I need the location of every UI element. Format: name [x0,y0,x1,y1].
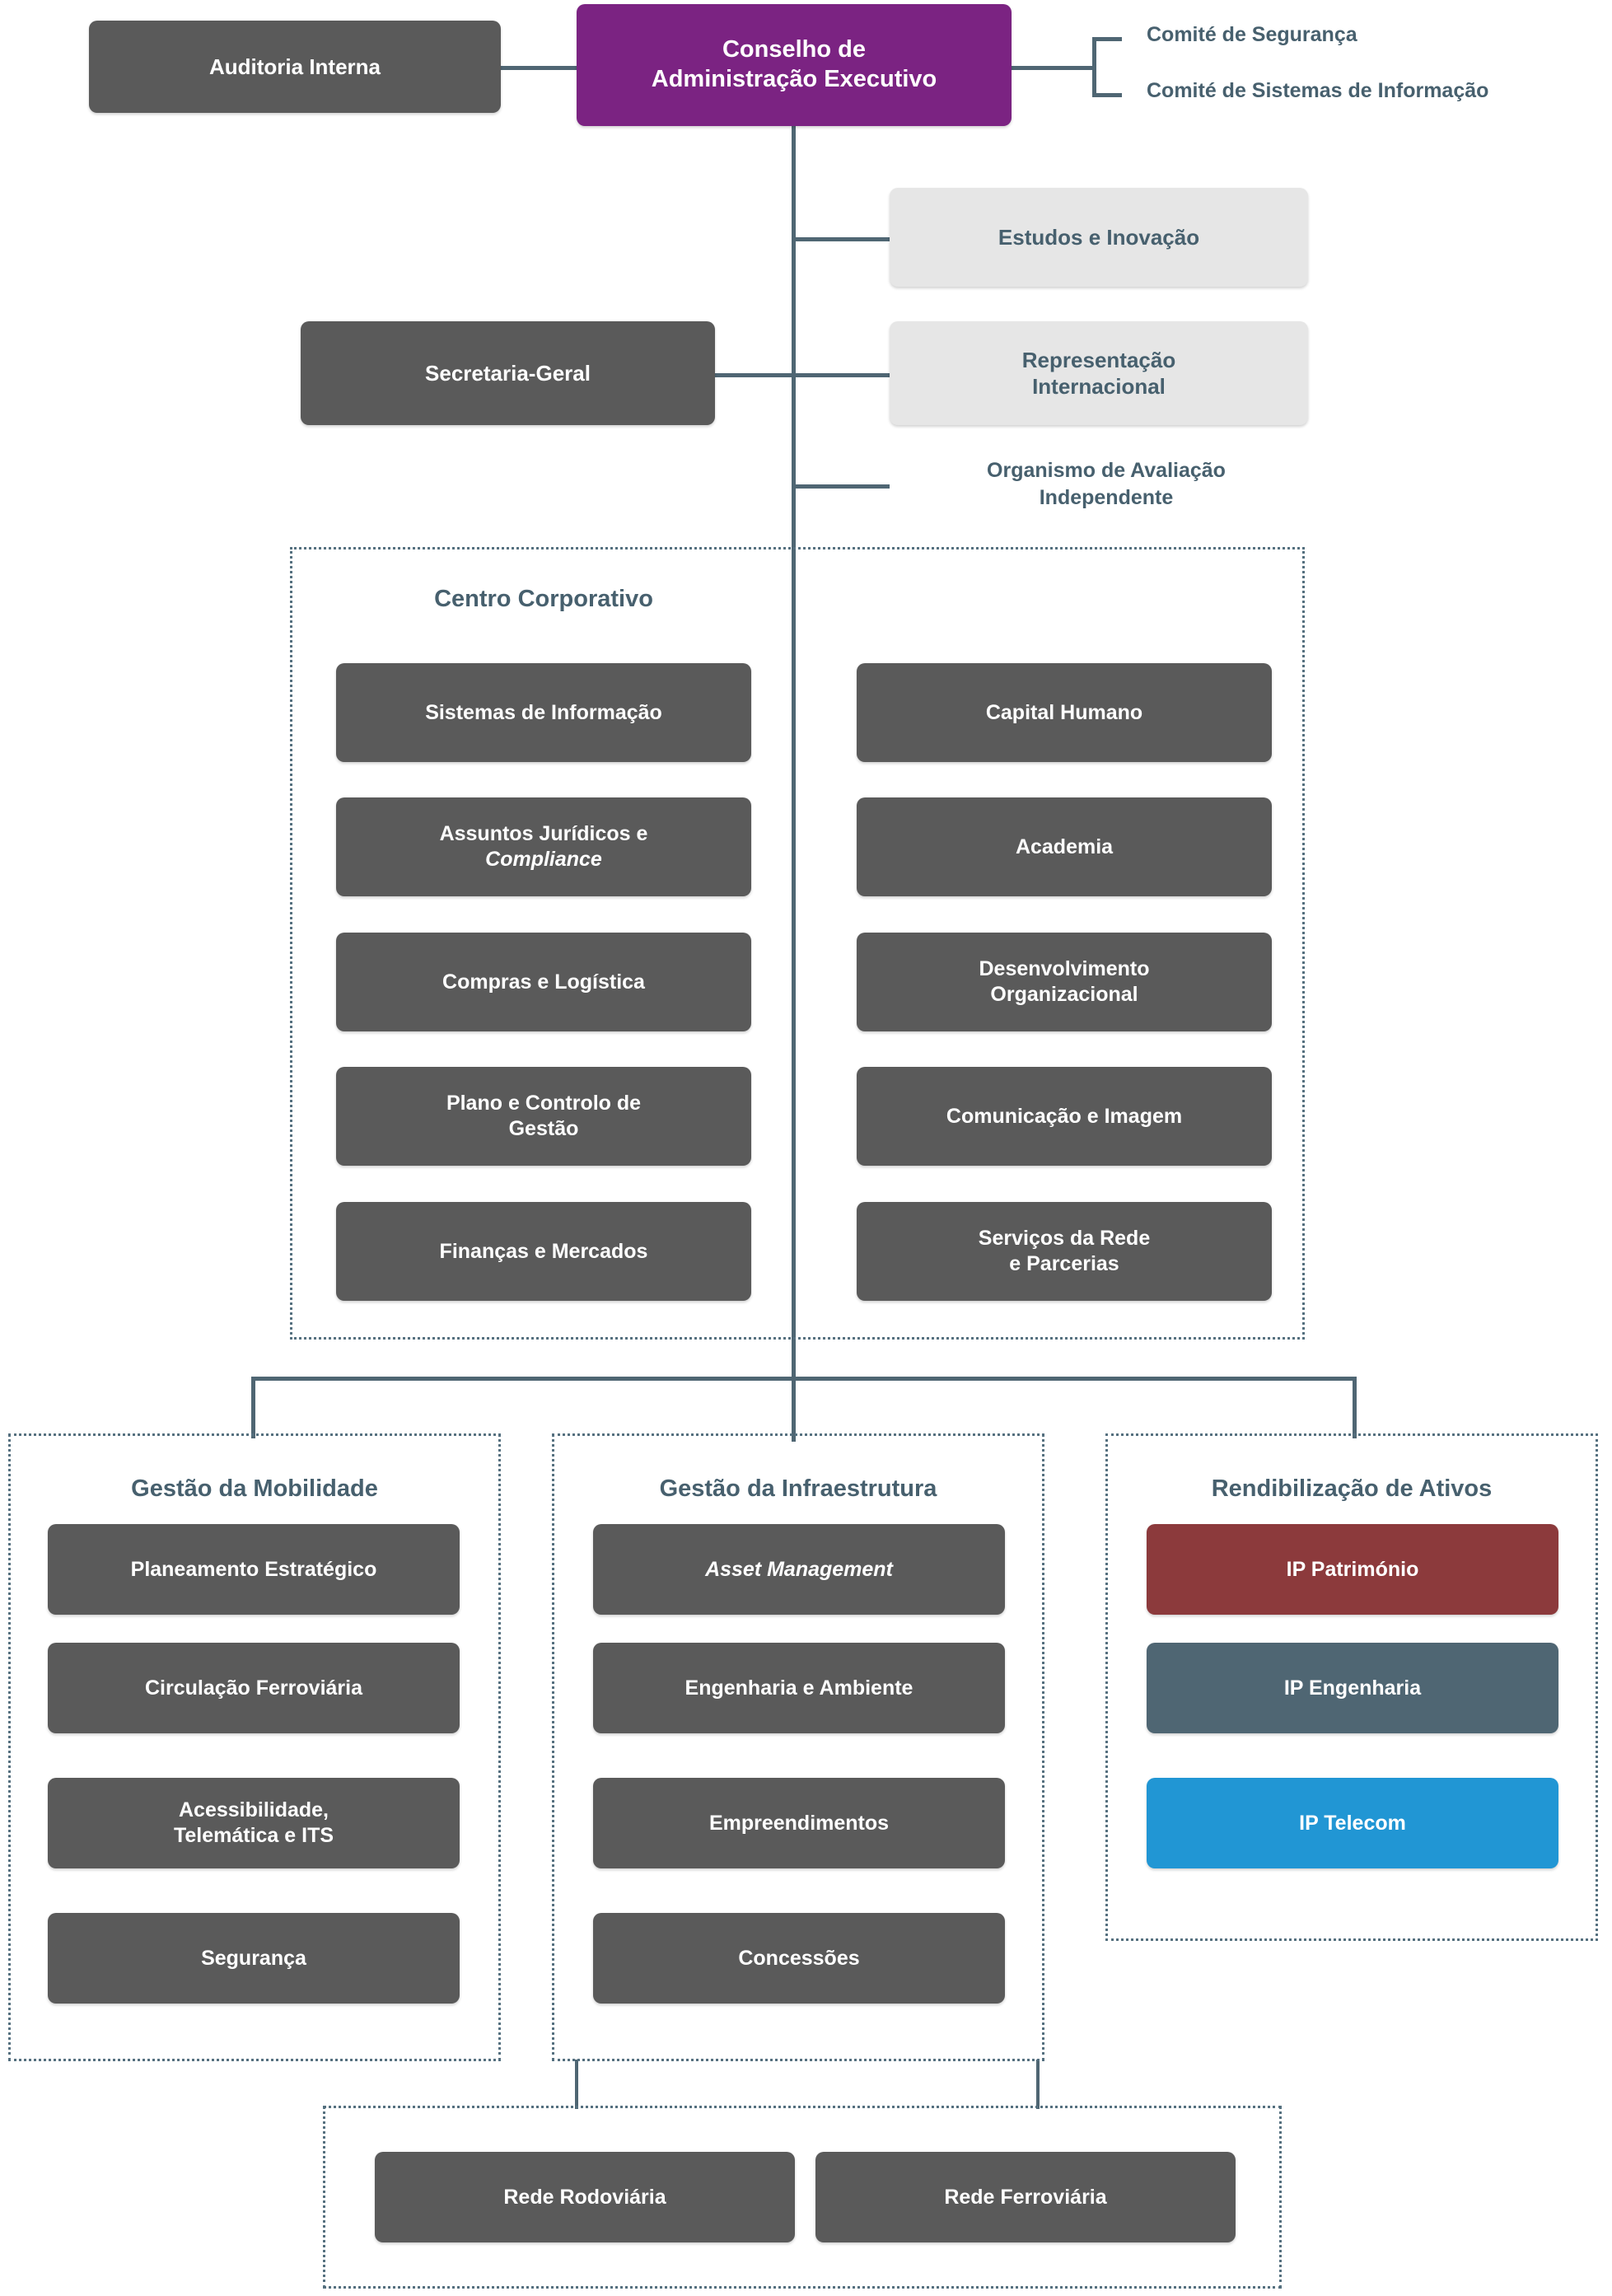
node-plan-management-control[interactable]: Plano e Controlo de Gestão [336,1067,751,1166]
node-legal-affairs-compliance[interactable]: Assuntos Jurídicos e Compliance [336,797,751,896]
connector-drop-road-network [575,2060,578,2109]
node-accessibility-telematics-its[interactable]: Acessibilidade, Telemática e ITS [48,1778,460,1868]
node-finance-markets[interactable]: Finanças e Mercados [336,1202,751,1301]
connector-board-to-committee-bracket [1010,66,1092,70]
node-safety[interactable]: Segurança [48,1913,460,2004]
label-committee-security-text: Comité de Segurança [1147,23,1357,46]
node-network-services-partnerships-line1: Serviços da Rede [978,1227,1151,1250]
node-executive-board-label-line1: Conselho de [722,36,866,63]
connector-drop-assets [1353,1377,1357,1438]
node-network-services-partnerships-line2: e Parcerias [1009,1252,1119,1275]
label-independent-evaluation-body[interactable]: Organismo de Avaliação Independente [904,457,1308,511]
group-asset-monetization-title-text: Rendibilização de Ativos [1211,1475,1493,1502]
node-ip-patrimonio[interactable]: IP Património [1147,1524,1558,1615]
node-asset-management[interactable]: Asset Management [593,1524,1005,1615]
group-mobility-management-title-text: Gestão da Mobilidade [131,1475,378,1502]
group-infrastructure-management-title: Gestão da Infraestrutura [552,1475,1044,1503]
label-independent-evaluation-body-line1: Organismo de Avaliação [987,459,1226,482]
connector-drop-mobility [251,1377,255,1438]
node-communication-image[interactable]: Comunicação e Imagem [857,1067,1272,1166]
node-secretariat-general[interactable]: Secretaria-Geral [301,321,715,425]
label-committee-information-systems-text: Comité de Sistemas de Informação [1147,79,1489,102]
connector-audit-to-board [501,66,583,70]
node-information-systems-label: Sistemas de Informação [425,700,662,724]
node-rail-network[interactable]: Rede Ferroviária [815,2152,1236,2242]
node-organizational-development-line2: Organizacional [990,983,1138,1006]
connector-committee-bracket-vertical [1092,39,1096,96]
node-accessibility-telematics-its-line1: Acessibilidade, [178,1798,329,1821]
node-international-representation-line2: Internacional [1032,374,1166,399]
connector-committee-systems-stub [1092,93,1122,97]
node-rail-circulation[interactable]: Circulação Ferroviária [48,1643,460,1733]
node-studies-innovation[interactable]: Estudos e Inovação [890,188,1308,287]
node-procurement-logistics-label: Compras e Logística [442,970,645,994]
node-concessions[interactable]: Concessões [593,1913,1005,2004]
group-corporate-center [290,547,1305,1340]
node-academy[interactable]: Academia [857,797,1272,896]
group-corporate-center-title: Centro Corporativo [313,585,774,614]
node-ip-telecom[interactable]: IP Telecom [1147,1778,1558,1868]
node-international-representation[interactable]: Representação Internacional [890,321,1308,425]
connector-drop-infrastructure [792,1377,796,1438]
connector-drop-rail-network [1036,2060,1040,2109]
group-infrastructure-management-title-text: Gestão da Infraestrutura [659,1475,937,1502]
node-internal-audit-label: Auditoria Interna [208,54,381,79]
group-mobility-management [8,1433,501,2061]
node-ip-engenharia[interactable]: IP Engenharia [1147,1643,1558,1733]
node-strategic-planning-label: Planeamento Estratégico [130,1557,377,1581]
node-internal-audit[interactable]: Auditoria Interna [89,21,501,113]
label-committee-information-systems[interactable]: Comité de Sistemas de Informação [1147,77,1608,105]
label-committee-security[interactable]: Comité de Segurança [1147,21,1608,49]
connector-main-spine [792,124,796,1442]
connector-division-distributor [251,1377,1357,1381]
node-finance-markets-label: Finanças e Mercados [439,1239,648,1263]
node-projects[interactable]: Empreendimentos [593,1778,1005,1868]
connector-secretariat-to-representation [715,373,890,377]
node-network-services-partnerships[interactable]: Serviços da Rede e Parcerias [857,1202,1272,1301]
node-information-systems[interactable]: Sistemas de Informação [336,663,751,762]
node-secretariat-general-label: Secretaria-Geral [425,360,591,386]
node-concessions-label: Concessões [738,1946,860,1970]
node-accessibility-telematics-its-line2: Telemática e ITS [173,1824,334,1847]
node-organizational-development-line1: Desenvolvimento [979,957,1150,980]
node-legal-affairs-compliance-line1: Assuntos Jurídicos e [439,822,648,845]
node-ip-telecom-label: IP Telecom [1299,1811,1406,1835]
node-human-capital[interactable]: Capital Humano [857,663,1272,762]
group-asset-monetization-title: Rendibilização de Ativos [1105,1475,1598,1503]
node-communication-image-label: Comunicação e Imagem [946,1104,1183,1128]
connector-spine-to-independent-body [792,484,890,489]
node-ip-patrimonio-label: IP Património [1286,1557,1419,1581]
group-asset-monetization [1105,1433,1598,1941]
node-procurement-logistics[interactable]: Compras e Logística [336,933,751,1031]
node-academy-label: Academia [1015,835,1114,858]
node-human-capital-label: Capital Humano [985,700,1143,724]
node-projects-label: Empreendimentos [708,1811,890,1835]
node-plan-management-control-line2: Gestão [508,1117,579,1140]
connector-committee-security-stub [1092,37,1122,41]
group-corporate-center-title-text: Centro Corporativo [434,586,653,612]
node-rail-circulation-label: Circulação Ferroviária [144,1676,362,1700]
node-ip-engenharia-label: IP Engenharia [1283,1676,1422,1700]
connector-spine-to-studies [792,237,890,241]
group-networks [323,2106,1282,2289]
node-road-network[interactable]: Rede Rodoviária [375,2152,795,2242]
node-asset-management-label: Asset Management [705,1557,893,1581]
node-engineering-environment[interactable]: Engenharia e Ambiente [593,1643,1005,1733]
node-plan-management-control-line1: Plano e Controlo de [446,1092,642,1115]
group-mobility-management-title: Gestão da Mobilidade [8,1475,501,1503]
group-infrastructure-management [552,1433,1044,2061]
node-executive-board[interactable]: Conselho de Administração Executivo [577,4,1012,126]
node-engineering-environment-label: Engenharia e Ambiente [685,1676,913,1700]
label-independent-evaluation-body-line2: Independente [1039,485,1174,509]
node-organizational-development[interactable]: Desenvolvimento Organizacional [857,933,1272,1031]
node-international-representation-line1: Representação [1021,347,1176,372]
node-executive-board-label-line2: Administração Executivo [651,66,937,92]
node-road-network-label: Rede Rodoviária [503,2185,666,2209]
node-safety-label: Segurança [201,1946,306,1970]
node-strategic-planning[interactable]: Planeamento Estratégico [48,1524,460,1615]
node-studies-innovation-label: Estudos e Inovação [998,224,1200,250]
node-rail-network-label: Rede Ferroviária [944,2185,1107,2209]
node-legal-affairs-compliance-line2: Compliance [485,848,602,871]
